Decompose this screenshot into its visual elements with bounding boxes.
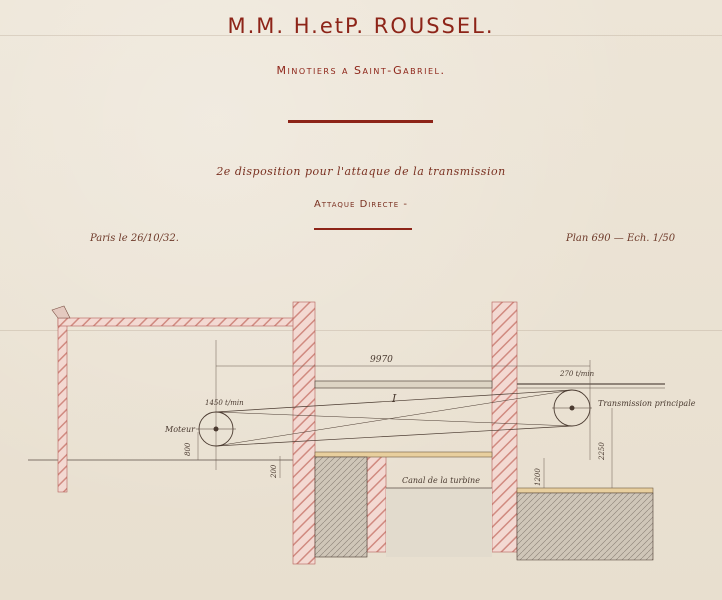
label-canal: Canal de la turbine — [402, 476, 480, 485]
canal-water — [386, 488, 492, 557]
ground-fill-left — [314, 456, 368, 558]
paper-fold-line — [0, 35, 722, 36]
belt-lower — [215, 425, 573, 447]
disposition-caption: 2e disposition pour l'attaque de la tran… — [216, 165, 506, 178]
label-2250: 2250 — [598, 442, 606, 461]
label-beam: I — [391, 392, 397, 405]
roof-parapet — [51, 305, 71, 319]
label-800: 800 — [184, 442, 192, 456]
drawing-date: Paris le 26/10/32. — [90, 233, 179, 244]
drawing-subtitle: Minotiers a Saint-Gabriel. — [276, 64, 446, 77]
canal-pier — [366, 453, 387, 553]
left-wall — [57, 317, 68, 493]
upper-beam — [314, 380, 493, 389]
attack-caption: Attaque Directe - — [313, 199, 409, 210]
caption-underline — [314, 228, 412, 230]
plan-number-scale: Plan 690 — Ech. 1/50 — [566, 233, 676, 244]
ground-fill-right — [516, 492, 654, 561]
paper-fold-line — [0, 330, 722, 331]
label-moteur: Moteur — [164, 425, 196, 434]
central-wall — [292, 301, 316, 565]
belt-upper — [215, 389, 573, 413]
right-floor-slab — [516, 487, 654, 494]
belt-cross-1 — [215, 411, 573, 427]
label-transmission: Transmission principale — [598, 399, 696, 408]
label-motor-speed: 1450 t/min — [205, 399, 244, 407]
belt-cross-2 — [215, 389, 573, 447]
canal-floor-slab — [314, 451, 493, 458]
label-shaft-speed: 270 t/min — [559, 370, 595, 378]
label-span: 9970 — [370, 355, 393, 365]
label-200: 200 — [270, 464, 278, 479]
drawing-title: M.M. H.etP. ROUSSEL. — [227, 14, 495, 38]
title-underline — [288, 120, 433, 123]
right-wall — [491, 301, 518, 553]
label-1200: 1200 — [534, 468, 542, 486]
roof-beam — [57, 317, 295, 327]
